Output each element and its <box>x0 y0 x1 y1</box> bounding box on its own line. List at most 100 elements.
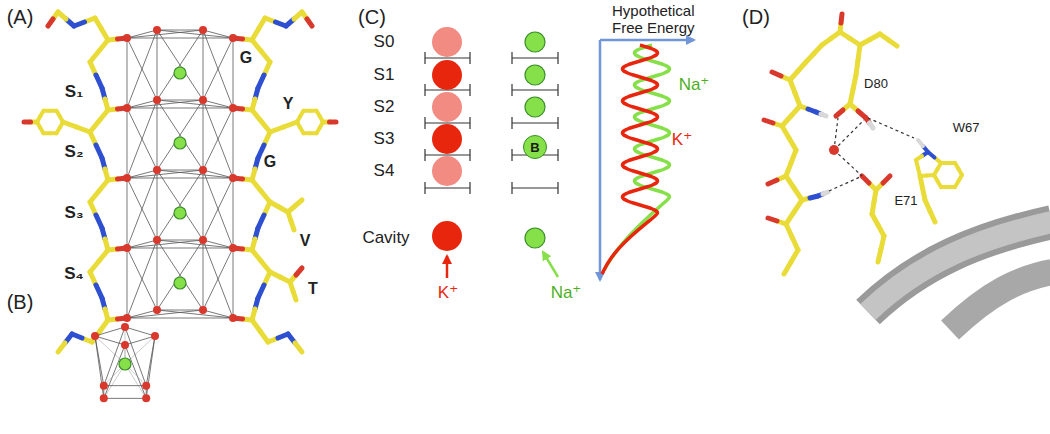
energy-curve <box>602 45 658 274</box>
cage-line <box>233 178 234 248</box>
site-label: S2 <box>374 98 395 117</box>
cage-line <box>511 182 512 194</box>
cage-line <box>469 52 470 64</box>
hydrogen-bond <box>829 177 860 191</box>
oxygen-atom <box>123 104 131 112</box>
oxygen-atom <box>199 26 207 34</box>
bond <box>58 343 65 352</box>
oxygen-atom <box>123 34 131 42</box>
cage-line <box>157 100 158 170</box>
oxygen-atom <box>199 166 207 174</box>
cage-line <box>127 38 233 39</box>
bond <box>284 122 298 127</box>
cage-line <box>157 170 233 178</box>
bond <box>60 116 63 122</box>
bond <box>862 176 869 183</box>
bond <box>293 291 296 300</box>
cage-line <box>203 30 233 108</box>
site-label: S1 <box>374 66 395 85</box>
oxygen-atom <box>142 382 150 390</box>
cage-line <box>512 122 558 123</box>
cage-line <box>203 30 204 100</box>
cage-line <box>233 248 234 318</box>
oxygen-atom <box>121 341 129 349</box>
sodium-ion <box>525 65 545 85</box>
residue-label: V <box>299 232 312 250</box>
cage-line <box>512 187 558 188</box>
bond <box>295 200 302 206</box>
cage-line <box>104 345 125 398</box>
panel-letter: (B) <box>7 291 34 313</box>
curve-label: K⁺ <box>672 131 692 150</box>
residue-label: G <box>263 153 277 171</box>
cage-line <box>104 398 146 399</box>
site-label: S₄ <box>64 265 83 284</box>
cage-line <box>157 240 203 310</box>
bond <box>24 120 31 125</box>
cage-line <box>469 149 470 161</box>
oxygen-atom <box>151 332 159 340</box>
cage-line <box>157 100 203 170</box>
oxygen-atom <box>123 244 131 252</box>
cage-line <box>157 30 233 38</box>
cage-line <box>203 310 233 318</box>
cage-line <box>511 149 512 161</box>
site-label: S3 <box>374 130 395 149</box>
ion <box>174 277 186 289</box>
cage-line <box>127 248 128 318</box>
oxygen-atom <box>229 174 237 182</box>
potassium-ion <box>432 221 462 251</box>
cage-line <box>127 240 157 318</box>
bond <box>883 176 890 183</box>
hydrogen-bond <box>834 150 862 176</box>
cage-line <box>157 170 203 240</box>
bond <box>930 211 935 222</box>
cage-line <box>125 327 155 336</box>
bond <box>768 218 777 221</box>
cage-line <box>469 84 470 96</box>
residue-label: G <box>239 49 253 67</box>
cage-line <box>203 240 233 318</box>
hydrogen-bond <box>834 120 864 150</box>
ion-label: Na⁺ <box>551 284 582 303</box>
panel-letter: (D) <box>742 6 770 28</box>
oxygen-atom <box>199 236 207 244</box>
bond <box>772 72 781 76</box>
sodium-ion <box>525 32 545 52</box>
cage-line <box>127 178 128 248</box>
panel-letter: (A) <box>7 6 34 28</box>
bond <box>296 268 302 275</box>
cage-line <box>425 154 470 155</box>
oxygen-atom <box>121 323 129 331</box>
cage-line <box>203 178 233 240</box>
axis <box>599 40 602 280</box>
cage-line <box>203 100 233 178</box>
cage-line <box>157 100 233 108</box>
sodium-ion <box>525 97 545 117</box>
bond <box>307 19 312 26</box>
axis <box>600 39 694 42</box>
cage-line <box>104 327 125 386</box>
cage-line <box>203 108 233 170</box>
cage-line <box>157 30 203 100</box>
oxygen-atom <box>100 394 108 402</box>
ion <box>174 67 186 79</box>
ion <box>174 207 186 219</box>
cage-line <box>203 38 233 100</box>
oxygen-atom <box>229 104 237 112</box>
cage-line <box>424 117 425 129</box>
cage-line <box>203 100 204 170</box>
cage-line <box>469 117 470 129</box>
cage-line <box>424 182 425 194</box>
helix-cartoon <box>950 272 1050 330</box>
bond <box>836 110 843 116</box>
cage-line <box>157 240 233 248</box>
oxygen-atom <box>153 96 161 104</box>
potassium-ion <box>432 27 462 57</box>
panel-letter: (C) <box>358 6 386 28</box>
cage-line <box>157 100 203 170</box>
ion-label: K⁺ <box>438 284 458 303</box>
node-text: B <box>530 141 539 154</box>
